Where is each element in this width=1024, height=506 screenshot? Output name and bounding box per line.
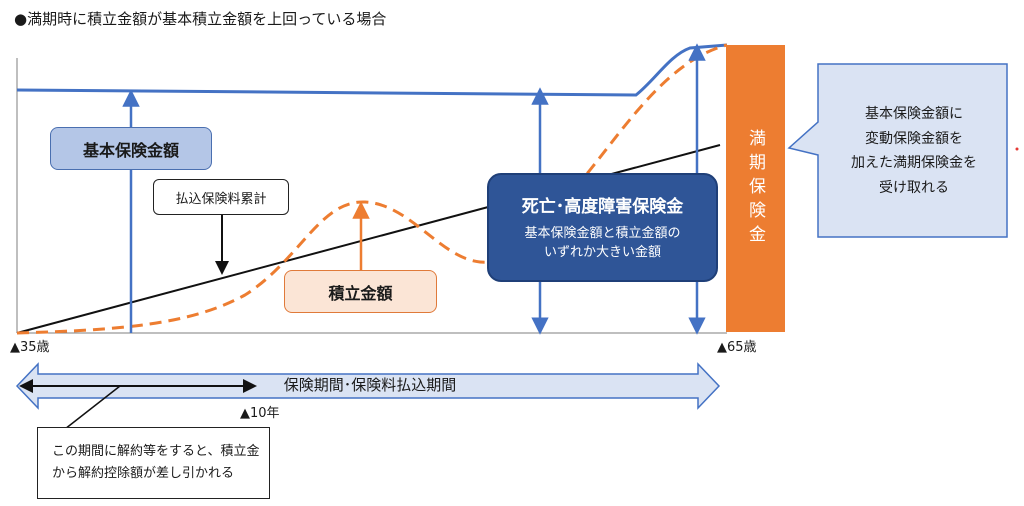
callout-line-4: 受け取れる	[879, 179, 949, 196]
callout-line-1: 基本保険金額に	[865, 106, 963, 122]
note-pointer	[64, 385, 121, 430]
callout-line-2: 変動保険金額を	[865, 130, 963, 147]
age-start-label: ▲35歳	[10, 340, 50, 355]
edge-dot	[1015, 147, 1019, 151]
accumulated-amount-curve	[16, 43, 728, 335]
note-line-1: この期間に解約等をすると、積立金	[52, 443, 260, 459]
death-benefit-box: 死亡･高度障害保険金 基本保険金額と積立金額の いずれか大きい金額	[487, 173, 718, 282]
basic-insurance-label: 基本保険金額	[50, 127, 212, 170]
ten-years-label: ▲10年	[240, 406, 280, 421]
callout-shape	[787, 63, 1008, 238]
cancellation-note: この期間に解約等をすると、積立金 から解約控除額が差し引かれる	[37, 427, 270, 499]
death-benefit-desc-1: 基本保険金額と積立金額の	[524, 226, 681, 242]
death-benefit-desc-2: いずれか大きい金額	[543, 245, 661, 260]
age-end-label: ▲65歳	[717, 340, 757, 355]
cumulative-premium-label: 払込保険料累計	[153, 179, 289, 215]
note-line-2: から解約控除額が差し引かれる	[52, 466, 235, 481]
page-title: ●満期時に積立金額が基本積立金額を上回っている場合	[14, 10, 387, 28]
period-label: 保険期間･保険料払込期間	[283, 376, 457, 394]
accumulated-amount-label: 積立金額	[284, 270, 437, 313]
death-benefit-title: 死亡･高度障害保険金	[521, 197, 684, 218]
callout-line-3: 加えた満期保険金を	[851, 155, 977, 171]
period-arrow-shape	[15, 362, 721, 410]
maturity-benefit-bar: 満期保険金	[726, 45, 785, 332]
basic-insurance-line	[16, 43, 728, 97]
callout-text: 基本保険金額に 変動保険金額を 加えた満期保険金を 受け取れる	[822, 68, 1006, 234]
